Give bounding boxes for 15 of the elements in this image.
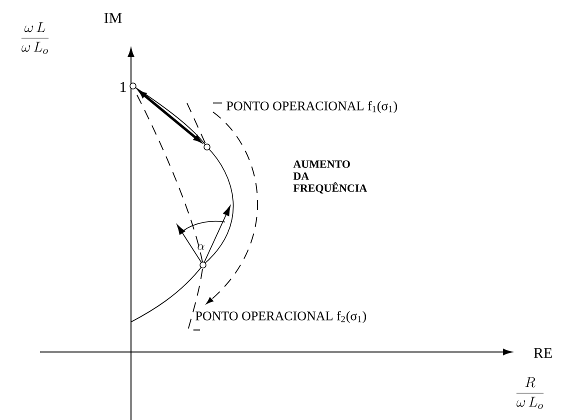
axis-label: $\frac{\omega\,L}{\omega\,L_o}$ bbox=[21, 22, 49, 54]
operating-point bbox=[204, 144, 210, 150]
annotation: AUMENTO DA FREQUÊNCIA bbox=[293, 160, 368, 194]
operating-point bbox=[130, 82, 136, 90]
arrow bbox=[176, 224, 202, 263]
curve-label: PONTO OPERACIONAL f$_{2}$(σ$_{1}$) bbox=[196, 311, 366, 323]
operating-point bbox=[200, 262, 206, 268]
tick-label: 1 bbox=[120, 82, 126, 92]
arrow bbox=[204, 206, 231, 262]
angle-label: $\alpha$ bbox=[198, 244, 204, 250]
axis-label: $\frac{R}{\omega\,L_o}$ bbox=[516, 377, 544, 409]
arrow bbox=[139, 90, 201, 142]
axis-label: RE bbox=[534, 348, 552, 358]
axis-label: IM bbox=[104, 13, 122, 23]
curve-label: PONTO OPERACIONAL f$_{1}$(σ$_{1}$) bbox=[226, 101, 398, 113]
